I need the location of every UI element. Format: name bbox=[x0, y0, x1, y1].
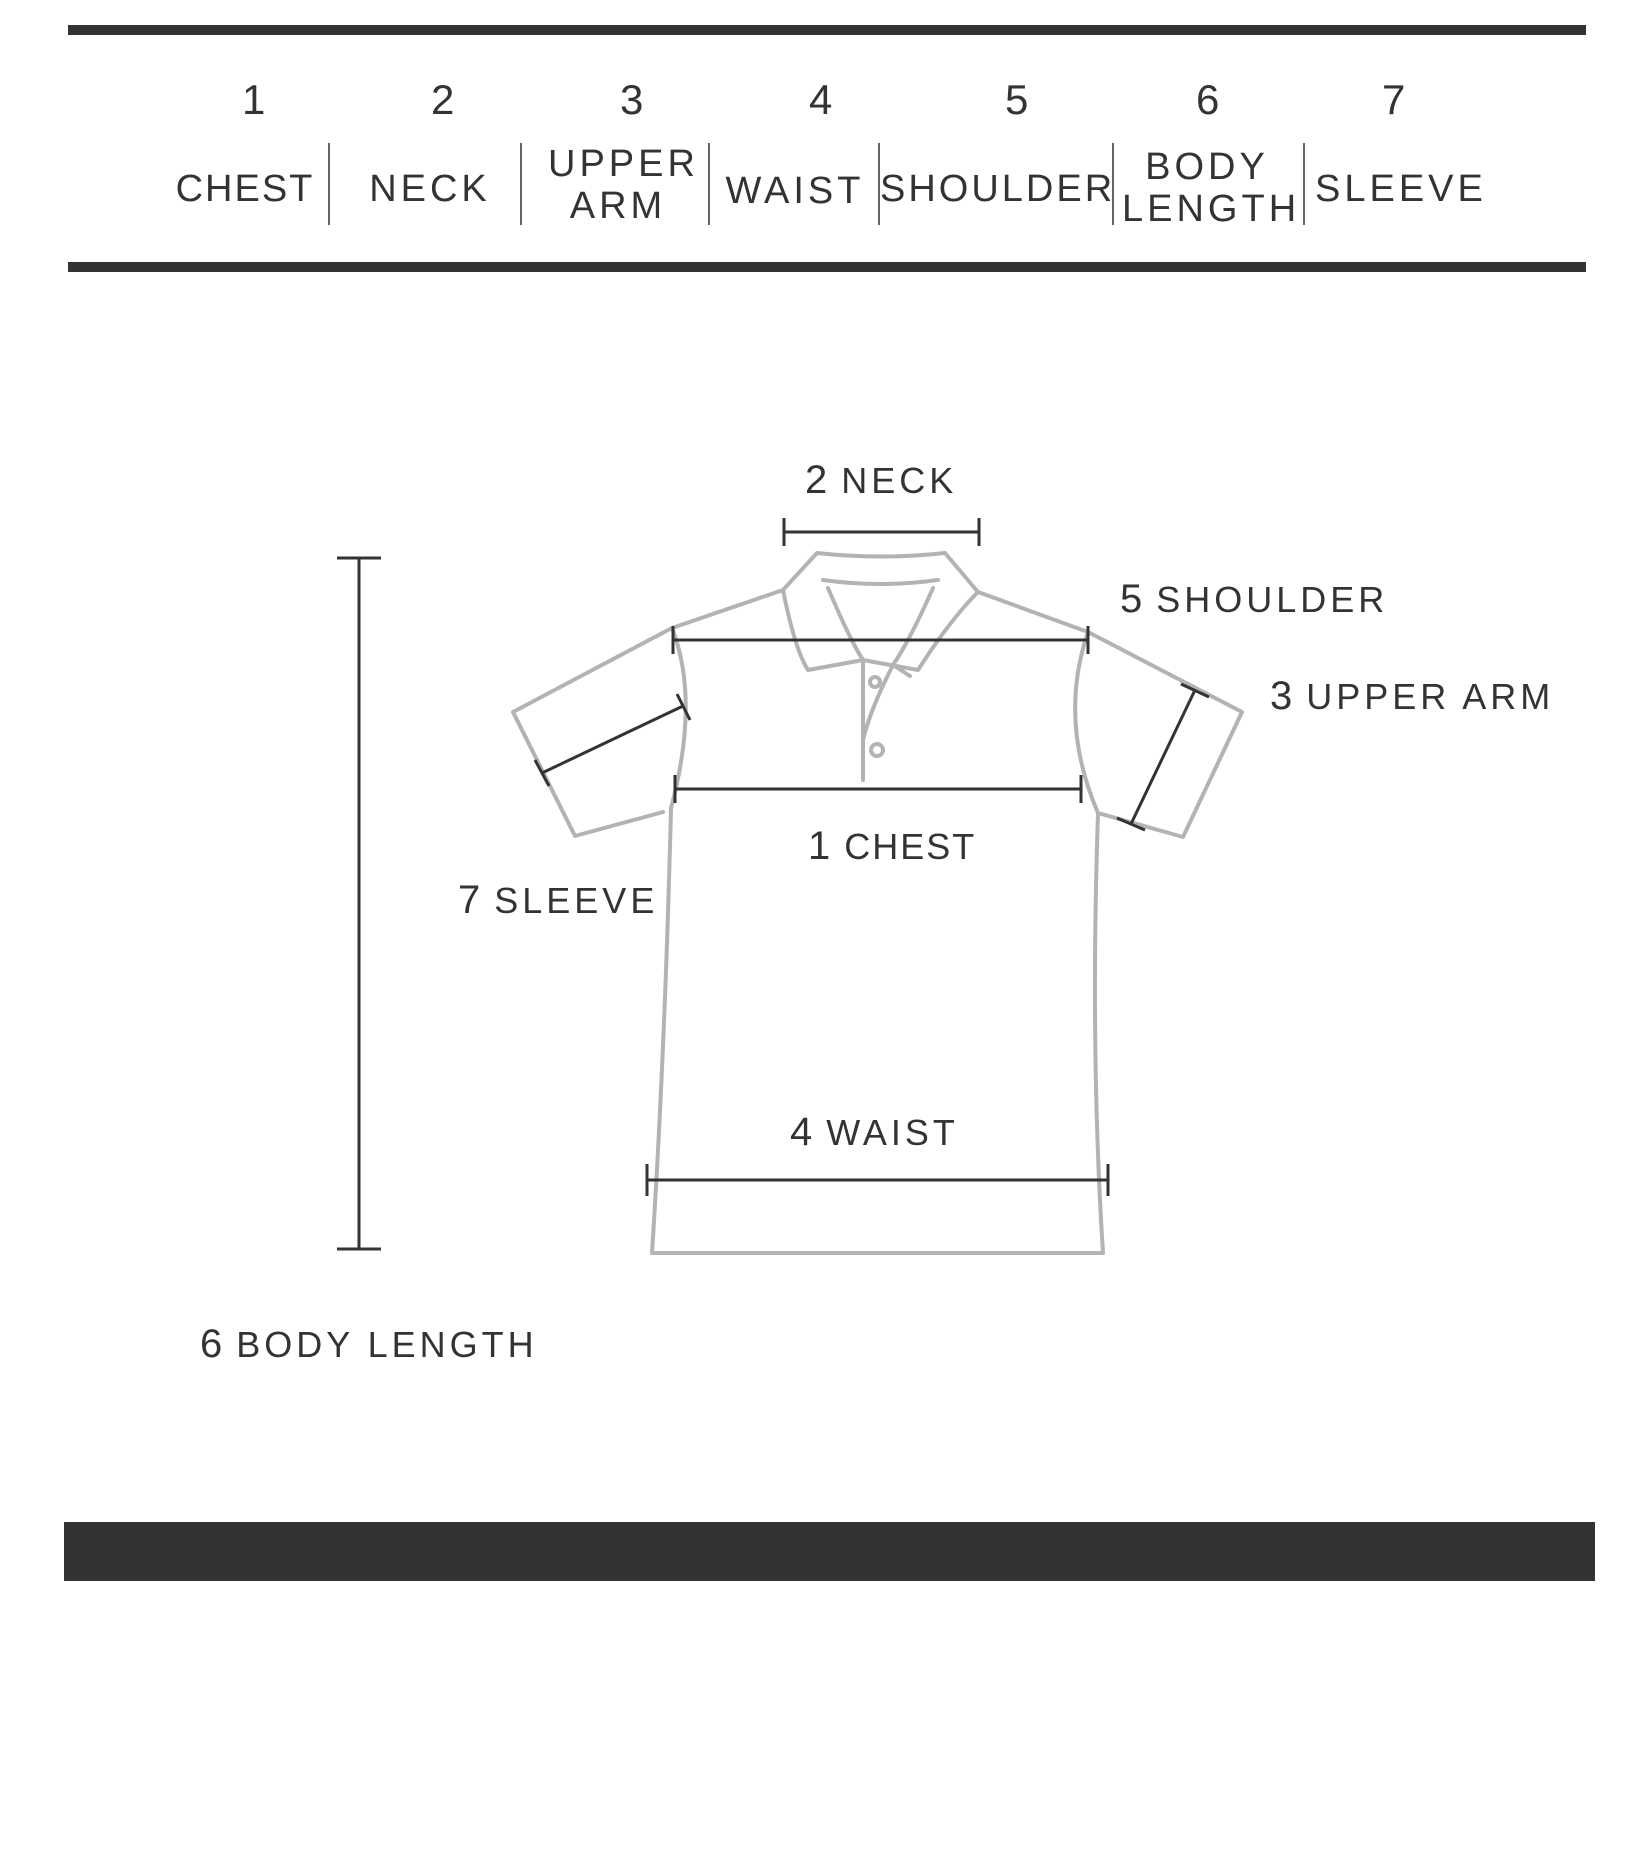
label-upper-arm-number: 3 bbox=[1270, 674, 1293, 718]
header-label-neck: NECK bbox=[369, 168, 491, 210]
label-sleeve: 7 SLEEVE bbox=[458, 878, 658, 923]
label-chest: 1 CHEST bbox=[808, 824, 976, 869]
label-waist: 4 WAIST bbox=[790, 1110, 959, 1155]
header-label-upper-arm: UPPER ARM bbox=[548, 143, 699, 227]
header-label-shoulder: SHOULDER bbox=[880, 168, 1116, 210]
header-divider bbox=[708, 143, 710, 225]
header-divider bbox=[328, 143, 330, 225]
label-body-length: 6 BODY LENGTH bbox=[200, 1322, 538, 1367]
label-sleeve-number: 7 bbox=[458, 878, 481, 922]
label-body-length-text: BODY LENGTH bbox=[236, 1324, 538, 1365]
label-neck-text: NECK bbox=[841, 460, 958, 501]
header-divider bbox=[1112, 143, 1114, 225]
label-neck: 2 NECK bbox=[805, 458, 957, 503]
header-number-upper-arm: 3 bbox=[620, 76, 645, 123]
label-waist-number: 4 bbox=[790, 1110, 813, 1154]
label-shoulder: 5 SHOULDER bbox=[1120, 577, 1388, 622]
measure-lines bbox=[337, 518, 1210, 1251]
header-number-waist: 4 bbox=[809, 76, 834, 123]
header-number-body-length: 6 bbox=[1196, 76, 1221, 123]
label-chest-text: CHEST bbox=[844, 826, 977, 867]
header-label-chest: CHEST bbox=[175, 168, 315, 210]
sleeve-measure-line bbox=[541, 704, 684, 775]
header-divider bbox=[878, 143, 880, 225]
header-divider bbox=[520, 143, 522, 225]
upper-arm-measure-line bbox=[1129, 689, 1197, 825]
label-neck-number: 2 bbox=[805, 458, 828, 502]
header-label-sleeve: SLEEVE bbox=[1315, 168, 1487, 210]
header-top-rule bbox=[68, 25, 1586, 35]
header-label-waist: WAIST bbox=[725, 170, 865, 212]
header-number-sleeve: 7 bbox=[1382, 76, 1407, 123]
header-number-neck: 2 bbox=[431, 76, 456, 123]
label-upper-arm-text: UPPER ARM bbox=[1306, 676, 1555, 717]
label-shoulder-number: 5 bbox=[1120, 577, 1143, 621]
shirt-outline bbox=[511, 551, 1244, 1255]
footer-bar bbox=[64, 1522, 1595, 1581]
header-bottom-rule bbox=[68, 262, 1586, 272]
label-body-length-number: 6 bbox=[200, 1322, 223, 1366]
label-chest-number: 1 bbox=[808, 824, 831, 868]
label-upper-arm: 3 UPPER ARM bbox=[1270, 674, 1554, 719]
label-waist-text: WAIST bbox=[826, 1112, 959, 1153]
header-divider bbox=[1303, 143, 1305, 225]
header-number-shoulder: 5 bbox=[1005, 76, 1030, 123]
label-sleeve-text: SLEEVE bbox=[494, 880, 659, 921]
label-shoulder-text: SHOULDER bbox=[1156, 579, 1389, 620]
header-label-body-length: BODY LENGTH bbox=[1122, 146, 1301, 230]
header-number-chest: 1 bbox=[242, 76, 267, 123]
